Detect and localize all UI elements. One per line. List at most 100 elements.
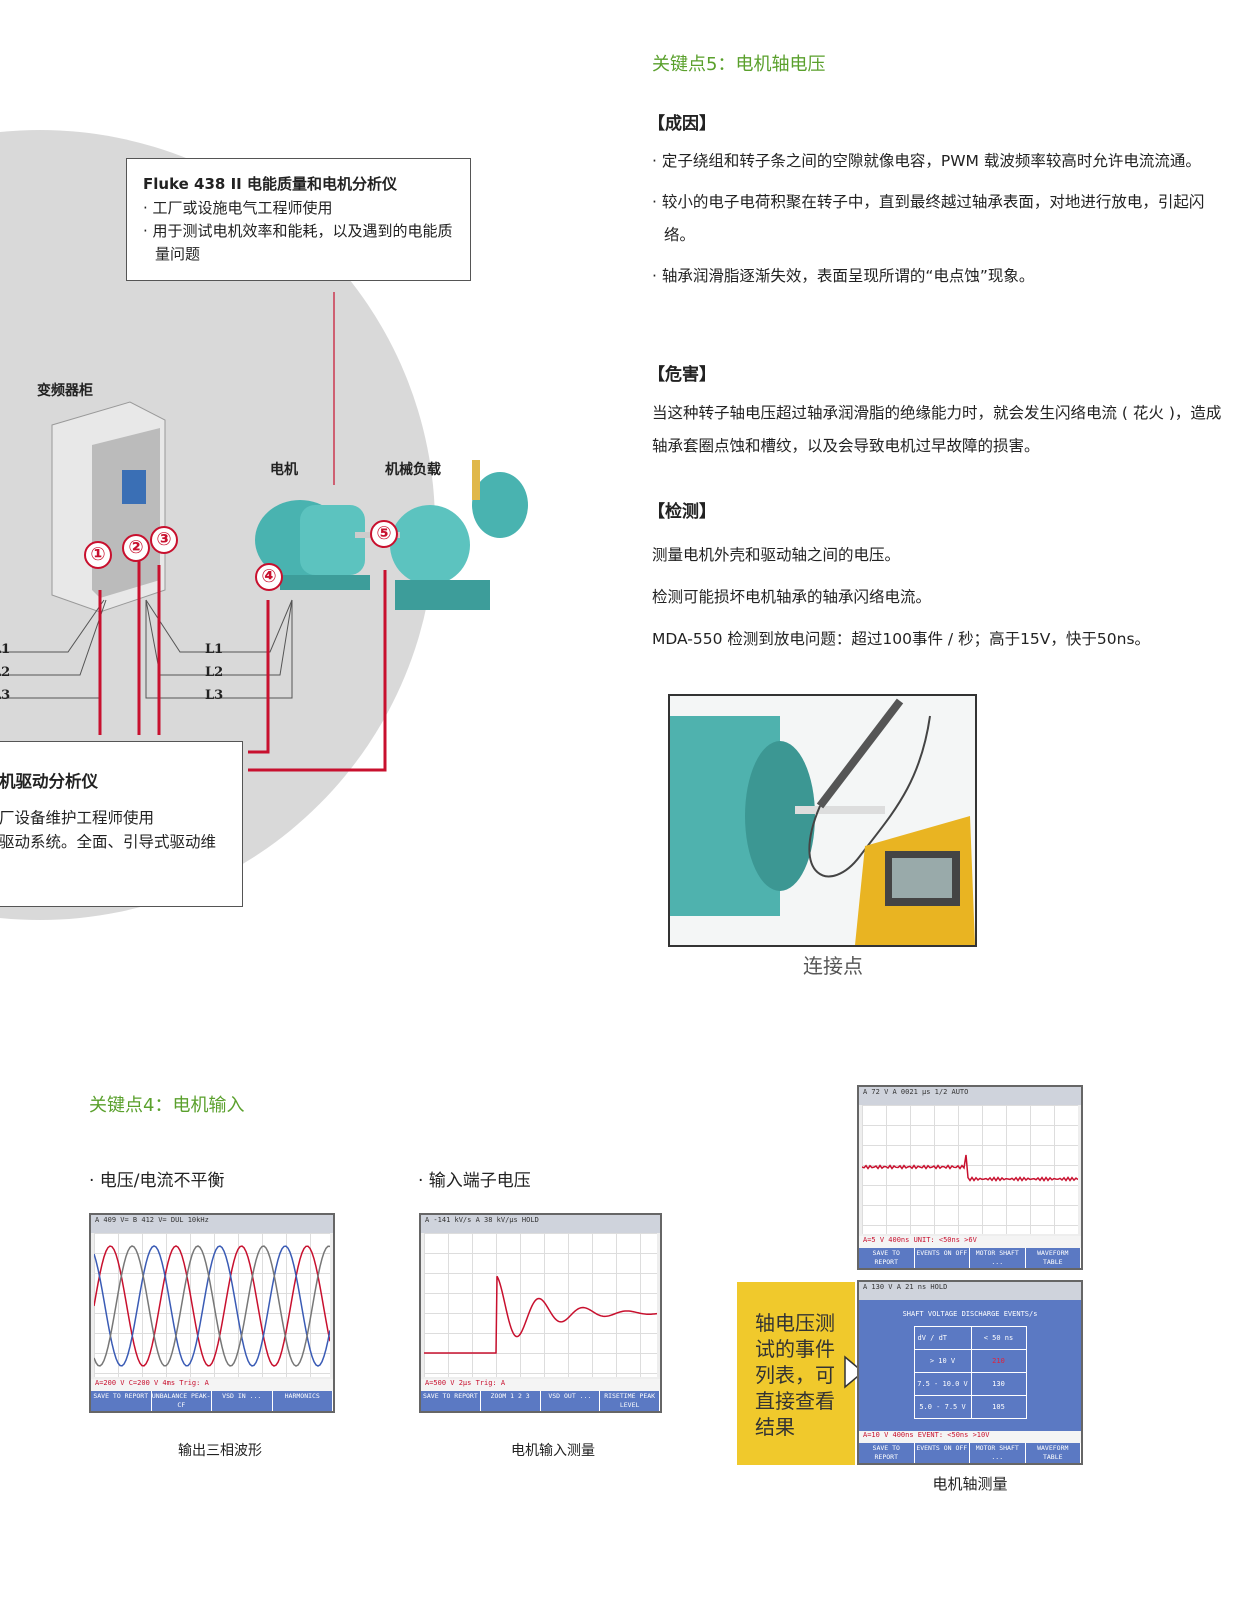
section5-title: 关键点5：电机轴电压: [652, 54, 826, 75]
motor-illustration: [255, 500, 370, 590]
caption-shaft: 电机轴测量: [932, 1475, 1008, 1493]
events-table-title: SHAFT VOLTAGE DISCHARGE EVENTS/s: [902, 1310, 1038, 1318]
voltage-trace: [424, 1275, 658, 1354]
soft-key: WAVEFORM TABLE: [1026, 1248, 1081, 1268]
screen-readout: A -141 kV/s A 38 kV/µs HOLD: [421, 1215, 660, 1233]
harm-header: 【危害】: [648, 365, 716, 385]
cause-item: · 轴承润滑脂逐渐失效，表面呈现所谓的“电点蚀”现象。: [652, 267, 1035, 285]
screen-status: A=500 V 2µs Trig: A: [421, 1379, 660, 1391]
detect-list: 测量电机外壳和驱动轴之间的电压。 检测可能损坏电机轴承的轴承闪络电流。 MDA-…: [652, 534, 1232, 660]
fluke438-line: · 用于测试电机效率和能耗，以及遇到的电能质量问题: [143, 222, 453, 263]
caption-input: 电机输入测量: [511, 1443, 595, 1459]
soft-key: SAVE TO REPORT: [421, 1391, 481, 1411]
detect-line: 测量电机外壳和驱动轴之间的电压。: [652, 546, 901, 564]
mda-line: 厂设备维护工程师使用: [0, 809, 155, 827]
soft-key: VSD OUT ...: [541, 1391, 601, 1411]
load-label: 机械负载: [385, 462, 441, 478]
cabinet-label: 变频器柜: [37, 383, 93, 399]
cause-item: · 定子绕组和转子条之间的空隙就像电容，PWM 载波频率较高时允许电流流通。: [652, 152, 1201, 170]
background-circle: [0, 130, 435, 920]
soft-key: SAVE TO REPORT: [91, 1391, 152, 1411]
point-1: ①: [84, 541, 112, 569]
shaft-callout: 轴电压测试的事件列表，可直接查看结果: [737, 1282, 855, 1465]
mda-title: 机驱动分析仪: [0, 772, 98, 791]
screen-readout: A 409 V= B 412 V= DUL 10kHz: [91, 1215, 333, 1233]
screen-status: A=200 V C=200 V 4ms Trig: A: [91, 1379, 333, 1391]
point-5: ⑤: [370, 520, 398, 548]
range-cell: 5.0 - 7.5 V: [913, 1395, 972, 1419]
screen-shaft-events: A 130 V A 21 ns HOLD SHAFT VOLTAGE DISCH…: [857, 1280, 1083, 1465]
fluke438-callout: Fluke 438 II 电能质量和电机分析仪 · 工厂或设施电气工程师使用 ·…: [126, 158, 471, 281]
dt-header: dT: [938, 1334, 948, 1342]
mda-callout: 机驱动分析仪 厂设备维护工程师使用 驱动系统。全面、引导式驱动维: [0, 741, 243, 907]
screen-readout: A 130 V A 21 ns HOLD: [859, 1282, 1081, 1300]
fluke438-line: · 工厂或设施电气工程师使用: [143, 199, 333, 217]
value-cell: 210: [970, 1349, 1027, 1373]
dv-header: dV: [917, 1334, 926, 1342]
point-2: ②: [122, 534, 150, 562]
detect-line: MDA-550 检测到放电问题：超过100事件 / 秒；高于15V，快于50ns…: [652, 630, 1151, 648]
fluke438-title: Fluke 438 II 电能质量和电机分析仪: [143, 175, 397, 193]
col-header: < 50 ns: [970, 1326, 1027, 1350]
soft-key: MOTOR SHAFT ...: [970, 1443, 1026, 1463]
screen-readout: A 72 V A 0021 µs 1/2 AUTO: [859, 1087, 1081, 1105]
harm-text: 当这种转子轴电压超过轴承润滑脂的绝缘能力时，就会发生闪络电流 ( 花火 )，造成…: [652, 404, 1222, 455]
range-cell: > 10 V: [913, 1349, 972, 1373]
soft-key: EVENTS ON OFF: [915, 1443, 970, 1463]
range-cell: 7.5 - 10.0 V: [913, 1372, 972, 1396]
motor-label: 电机: [270, 462, 298, 478]
section4-title: 关键点4：电机输入: [89, 1095, 245, 1116]
point-4: ④: [255, 563, 283, 591]
screen-status: A=5 V 400ns UNIT: <50ns >6V: [859, 1236, 1081, 1248]
sub-terminal-voltage: · 输入端子电压: [418, 1171, 531, 1191]
screen-status: A=10 V 400ns EVENT: <50ns >10V: [859, 1431, 1081, 1443]
phase-trace: [93, 1245, 331, 1367]
detect-line: 检测可能损坏电机轴承的轴承闪络电流。: [652, 588, 932, 606]
soft-key: ZOOM 1 2 3: [481, 1391, 541, 1411]
soft-key: VSD IN ...: [212, 1391, 273, 1411]
caption-three-phase: 输出三相波形: [178, 1443, 262, 1459]
cause-header: 【成因】: [648, 114, 716, 134]
connection-photo: [668, 694, 977, 947]
soft-key: RISETIME PEAK LEVEL: [600, 1391, 660, 1411]
phase-trace: [93, 1245, 331, 1367]
cause-item: · 较小的电子电荷积聚在转子中，直到最终越过轴承表面，对地进行放电，引起闪络。: [652, 193, 1205, 244]
soft-key: WAVEFORM TABLE: [1026, 1443, 1081, 1463]
screen-input-voltage: A -141 kV/s A 38 kV/µs HOLD A=500 V 2µs …: [419, 1213, 662, 1413]
point-3: ③: [150, 526, 178, 554]
diagram-graphic: [0, 130, 528, 920]
soft-key: EVENTS ON OFF: [915, 1248, 970, 1268]
red-leads: [98, 560, 387, 772]
arrow-right-icon: [844, 1355, 865, 1389]
cabinet-illustration: [51, 401, 166, 613]
value-cell: 105: [970, 1395, 1027, 1419]
detect-header: 【检测】: [648, 502, 716, 522]
photo-caption: 连接点: [803, 954, 863, 978]
ringing-waveform: [424, 1275, 658, 1354]
mda-line: 驱动系统。全面、引导式驱动维: [0, 833, 217, 851]
soft-key: MOTOR SHAFT ...: [970, 1248, 1026, 1268]
phase-trace: [93, 1245, 331, 1367]
load-illustration: [355, 460, 528, 610]
screen-shaft-waveform: A 72 V A 0021 µs 1/2 AUTO A=5 V 400ns UN…: [857, 1085, 1083, 1270]
three-phase-waveform: [93, 1245, 331, 1367]
shaft-trace: [861, 1154, 1079, 1182]
soft-key: SAVE TO REPORT: [859, 1248, 915, 1268]
soft-key: UNBALANCE PEAK-CF: [151, 1391, 212, 1411]
shaft-waveform: [861, 1154, 1079, 1182]
value-cell: 130: [970, 1372, 1027, 1396]
soft-key: SAVE TO REPORT: [859, 1443, 915, 1463]
screen-three-phase: A 409 V= B 412 V= DUL 10kHz A=200 V C=20…: [89, 1213, 335, 1413]
soft-key: HARMONICS: [273, 1391, 333, 1411]
